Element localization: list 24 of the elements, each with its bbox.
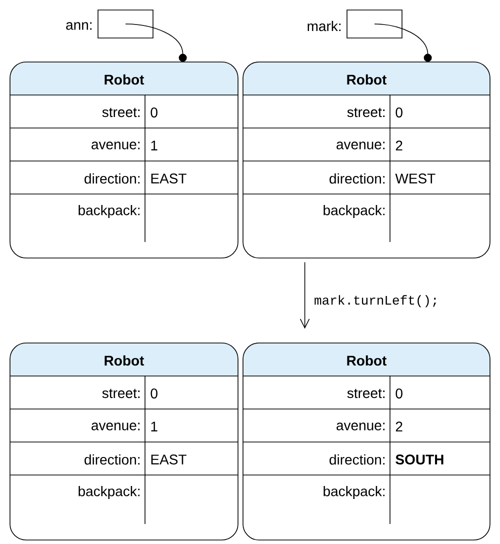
- field-row: street: 0: [347, 94, 402, 128]
- field-row: avenue: 1: [10, 408, 238, 442]
- pointer-arrow: [125, 24, 187, 62]
- variable-box: [98, 10, 154, 38]
- field-row: direction: EAST: [10, 442, 238, 476]
- field-row: direction: WEST: [242, 160, 490, 194]
- field-row: backpack:: [10, 474, 238, 524]
- field-row: street: 0: [102, 94, 158, 128]
- field-row: avenue: 2: [242, 408, 490, 442]
- field-row: street: 0: [347, 376, 402, 410]
- field-row: street: 0: [102, 376, 158, 410]
- variable-name: mark:: [308, 20, 341, 32]
- field-row: backpack:: [10, 194, 238, 242]
- field-row: backpack:: [242, 474, 490, 524]
- variable-name: ann:: [66, 22, 92, 30]
- field-row: direction: SOUTH: [242, 442, 490, 476]
- arrow: [300, 262, 310, 329]
- pointer-arrow: [374, 24, 432, 62]
- edge-label: mark.turnLeft();: [313, 294, 440, 308]
- field-row: direction: EAST: [10, 160, 238, 194]
- field-row: backpack:: [242, 194, 490, 242]
- field-row: avenue: 1: [10, 128, 238, 162]
- variable-box: [346, 10, 402, 38]
- field-row: avenue: 2: [242, 128, 490, 162]
